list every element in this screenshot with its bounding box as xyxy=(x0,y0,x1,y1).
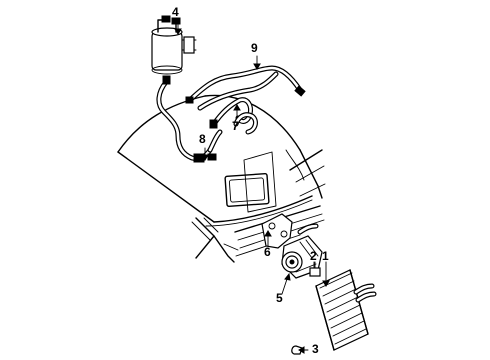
condenser xyxy=(315,269,377,351)
callout-3: 3 xyxy=(312,342,319,356)
callout-6: 6 xyxy=(264,245,271,259)
compressor-bracket xyxy=(261,213,319,249)
hose-7 xyxy=(209,97,258,135)
pressure-switch xyxy=(309,261,321,277)
callout-leaders xyxy=(174,19,330,354)
callout-1: 1 xyxy=(322,249,329,263)
vehicle-body xyxy=(117,94,326,263)
callout-5: 5 xyxy=(276,291,283,305)
callout-8: 8 xyxy=(199,132,206,146)
callout-9: 9 xyxy=(251,41,258,55)
clip xyxy=(291,345,303,355)
accumulator-drier xyxy=(151,15,197,75)
callout-7: 7 xyxy=(232,119,239,133)
callout-2: 2 xyxy=(310,249,317,263)
callout-4: 4 xyxy=(172,5,179,19)
tube-assembly xyxy=(185,65,306,111)
hose-8 xyxy=(156,75,223,163)
